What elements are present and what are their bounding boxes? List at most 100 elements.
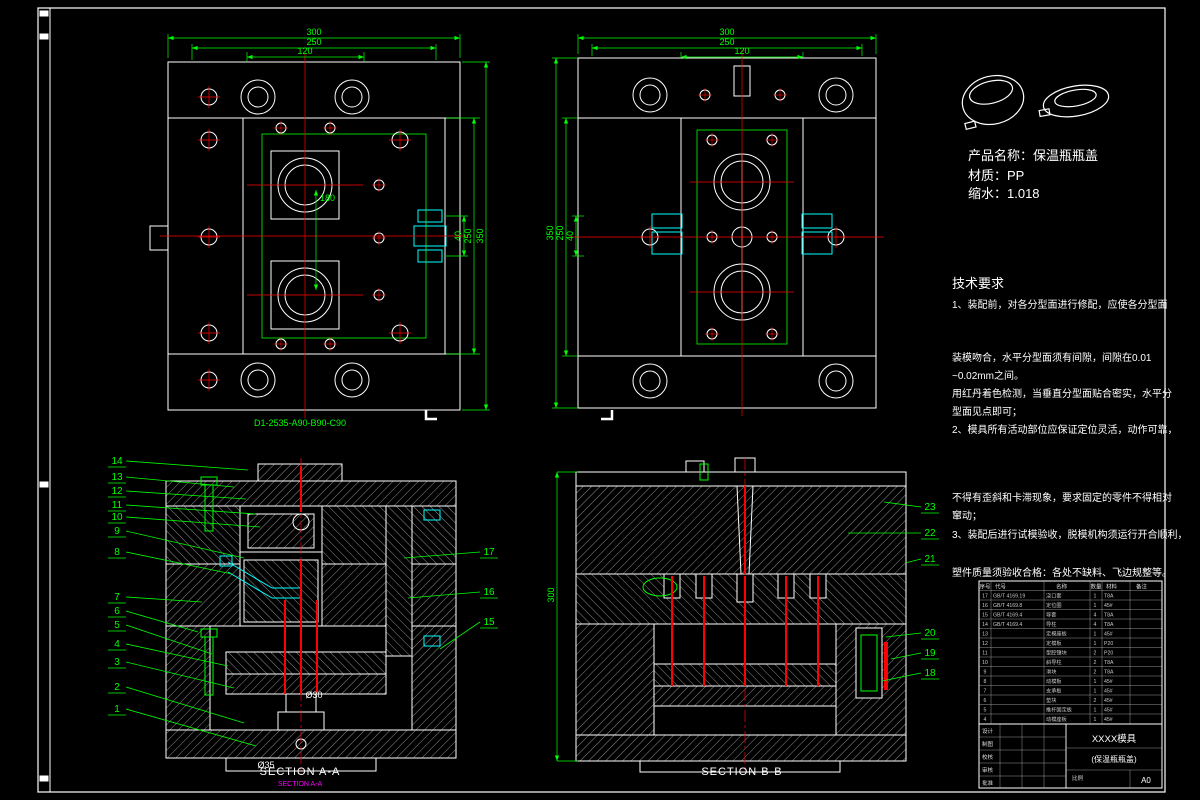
bom-cell: T8A (1104, 613, 1114, 619)
bom-cell: 7 (984, 689, 987, 695)
bom-cell: 2 (1094, 660, 1097, 666)
svg-text:14: 14 (111, 456, 123, 467)
bom-cell: 8 (984, 679, 987, 685)
dim-350-right: 350 (475, 228, 485, 243)
tech-line: ~0.02mm之间。 (952, 369, 1024, 382)
sign-label: 审核 (982, 766, 994, 774)
dim-350-left: 350 (545, 225, 555, 240)
bolt-hole (240, 362, 276, 398)
bom-cell: 1 (1094, 689, 1097, 695)
bom-header: 序号 (979, 583, 991, 591)
svg-text:10: 10 (111, 512, 123, 523)
bom-cell: 导套 (1046, 611, 1057, 619)
plan-view-moving-half (570, 50, 884, 416)
bom-cell: 4 (1094, 622, 1097, 628)
tech-line: 塑件质量须验收合格：各处不缺料、飞边规整等。 (952, 566, 1172, 579)
screw-green (699, 463, 709, 481)
bom-cell: 推杆固定板 (1046, 706, 1073, 714)
bom-cell: 17 (982, 594, 988, 600)
sign-label: 设计 (982, 727, 994, 735)
bom-cell: 定模板 (1046, 639, 1062, 647)
bom-cell: 14 (982, 622, 988, 628)
bom-cell: 2 (1094, 698, 1097, 704)
tech-line: 窜动； (952, 509, 982, 522)
section-a-subtitle: SECTION A-A (278, 781, 323, 788)
tech-line: 装模吻合，水平分型面须有间隙，间隙在0.01 (952, 351, 1152, 364)
tech-title: 技术要求 (952, 276, 1004, 291)
bom-cell: 45# (1104, 717, 1113, 723)
dim-120-top: 120 (297, 46, 312, 56)
bom-cell: T8A (1104, 622, 1114, 628)
bolt-hole (818, 363, 854, 399)
svg-text:17: 17 (483, 547, 495, 558)
svg-text:5: 5 (114, 620, 120, 631)
product-material: 材质：PP (968, 168, 1024, 183)
support-pillar (385, 505, 413, 657)
bom-cell: GB/T 4169.8 (993, 603, 1022, 609)
bom-cell: 滑块 (1046, 668, 1057, 676)
svg-text:21: 21 (924, 554, 936, 565)
dim-120-top: 120 (734, 46, 749, 56)
drawing-frame (37, 7, 1166, 793)
bom-cell: 16 (982, 603, 988, 609)
sign-label: 批准 (982, 779, 994, 787)
svg-text:16: 16 (483, 587, 495, 598)
bom-cell: T8A (1104, 670, 1114, 676)
tech-line: 不得有歪斜和卡滞现象，要求固定的零件不得相对 (952, 491, 1172, 504)
svg-text:19: 19 (924, 648, 936, 659)
tech-line: 型面见点即可； (952, 405, 1022, 418)
bom-cell: 10 (982, 660, 988, 666)
svg-text:18: 18 (924, 668, 936, 679)
bom-cell: 45# (1104, 603, 1113, 609)
bom-cell: 1 (1094, 594, 1097, 600)
ejector-retainer-plate (225, 651, 387, 675)
company-name: XXXX模具 (1092, 733, 1137, 745)
bom-cell: 6 (984, 698, 987, 704)
ejector-pins-red (671, 458, 819, 772)
tech-line: 用红丹着色检测，当垂直分型面贴合密实，水平分 (952, 387, 1172, 400)
bom-cell: 15 (982, 613, 988, 619)
bom-cell: 5 (984, 708, 987, 714)
centerlines (570, 50, 884, 416)
bom-cell: 支承板 (1046, 687, 1062, 695)
dim-40-left: 40 (565, 231, 575, 241)
sign-label: 制图 (982, 740, 994, 748)
tech-line: 2、模具所有活动部位应保证定位灵活，动作可靠， (952, 423, 1178, 436)
bom-cell: 定模座板 (1046, 630, 1068, 638)
slider-mechanism-cyan (219, 509, 441, 647)
bom-cell: GB/T 4169.4 (993, 622, 1022, 628)
svg-text:15: 15 (483, 617, 495, 628)
bom-header: 名称 (1056, 583, 1068, 591)
bom-header: 备注 (1136, 583, 1148, 591)
frame-tick (39, 10, 49, 17)
plan-left-dimensions: 300 250 120 40 250 350 180 D1-2535-A90-B… (167, 27, 490, 428)
dim-300-top: 300 (719, 27, 734, 37)
bom-cell: 12 (982, 641, 988, 647)
product-shrinkage: 缩水：1.018 (968, 186, 1040, 201)
bom-header: 数量 (1090, 583, 1102, 591)
product-sketch-cap-side (1038, 84, 1110, 118)
svg-text:2: 2 (114, 682, 120, 693)
bom-cell: GB/T 4169.4 (993, 613, 1022, 619)
bom-cell: P20 (1104, 641, 1113, 647)
bom-header: 代号 (995, 583, 1007, 591)
tech-requirements: 技术要求 1、装配前，对各分型面进行修配，应使各分型面 装模吻合，水平分型面须有… (952, 276, 1188, 579)
bom-cell: 45# (1104, 698, 1113, 704)
tech-line: 1、装配前，对各分型面进行修配，应使各分型面 (952, 298, 1168, 311)
bolt-hole (334, 79, 370, 115)
dim-250-left: 250 (555, 225, 565, 240)
bom-header: 材料 (1106, 583, 1118, 591)
svg-text:12: 12 (111, 486, 123, 497)
support-cylinder (860, 634, 878, 692)
section-b-view (575, 457, 907, 773)
bom-cell: 9 (984, 670, 987, 676)
frame-tick (39, 33, 49, 40)
section-b-title: SECTION B-B (701, 766, 782, 778)
bom-cell: 45# (1104, 679, 1113, 685)
bottom-clamp-plate (575, 734, 907, 762)
bom-cell: T8A (1104, 594, 1114, 600)
product-sketch-cap-top (961, 74, 1025, 131)
svg-text:3: 3 (114, 657, 120, 668)
dim-40-right: 40 (453, 231, 463, 241)
